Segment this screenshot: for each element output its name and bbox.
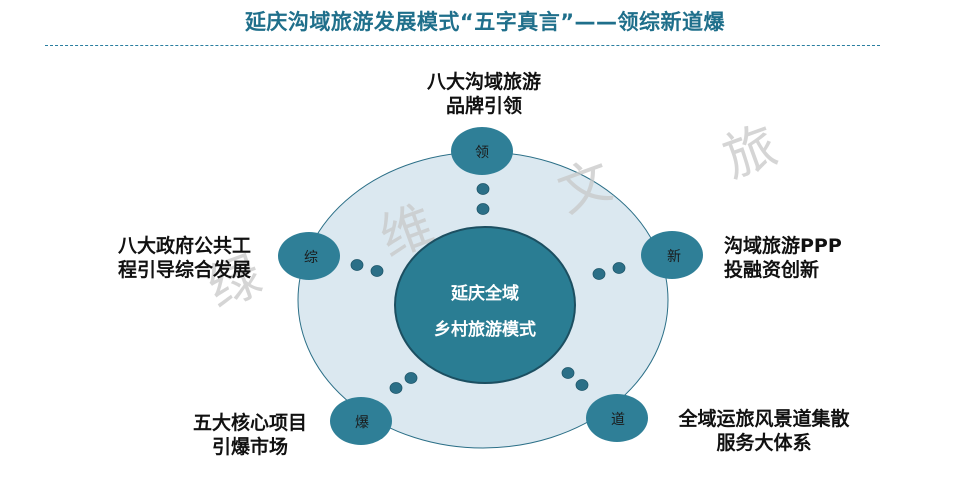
dot-br-2	[575, 379, 589, 391]
label-right-line-2: 投融资创新	[724, 259, 820, 281]
label-bottom-left-line-1: 五大核心项目	[192, 412, 307, 434]
dot-top-1	[476, 183, 490, 195]
title-divider	[45, 45, 880, 46]
label-bottom-left: 五大核心项目 引爆市场	[188, 411, 312, 459]
node-top-char: 领	[475, 145, 489, 161]
dot-bl-2	[404, 372, 418, 384]
dot-left-2	[370, 265, 384, 277]
center-circle	[394, 226, 576, 384]
label-right-line-1: 沟域旅游PPP	[724, 235, 842, 257]
node-left: 综	[278, 232, 340, 280]
label-left-line-2: 程引导综合发展	[118, 259, 252, 281]
label-right: 沟域旅游PPP 投融资创新	[724, 234, 842, 282]
dot-bl-1	[389, 382, 403, 394]
node-bottom-right: 道	[586, 394, 648, 442]
dot-right-1	[592, 268, 606, 280]
connector-dots	[350, 183, 626, 394]
label-top-line-1: 八大沟域旅游	[426, 71, 541, 93]
label-top: 八大沟域旅游 品牌引领	[414, 70, 554, 118]
dot-left-1	[350, 259, 364, 271]
label-bottom-left-line-2: 引爆市场	[211, 436, 288, 458]
center-line-2: 乡村旅游模式	[434, 319, 536, 340]
label-bottom-right-line-2: 服务大体系	[716, 432, 812, 454]
center-line-1: 延庆全域	[450, 283, 519, 304]
label-left: 八大政府公共工 程引导综合发展	[118, 234, 251, 282]
label-bottom-right-line-1: 全域运旅风景道集散	[678, 408, 850, 430]
watermark-char-4: 旅	[716, 116, 785, 190]
page-title: 延庆沟域旅游发展模式“五字真言”——领综新道爆	[244, 10, 726, 34]
label-bottom-right: 全域运旅风景道集散 服务大体系	[668, 407, 860, 455]
dot-br-1	[561, 367, 575, 379]
node-top: 领	[451, 127, 513, 175]
label-left-line-1: 八大政府公共工	[118, 235, 252, 257]
node-right-char: 新	[667, 249, 681, 265]
node-bottom-left-char: 爆	[355, 415, 369, 431]
node-bottom-right-char: 道	[611, 412, 625, 428]
node-left-char: 综	[304, 250, 318, 266]
dot-top-2	[476, 203, 490, 215]
node-bottom-left: 爆	[330, 397, 392, 445]
label-top-line-2: 品牌引领	[445, 95, 522, 117]
dot-right-2	[612, 262, 626, 274]
node-right: 新	[641, 231, 703, 279]
